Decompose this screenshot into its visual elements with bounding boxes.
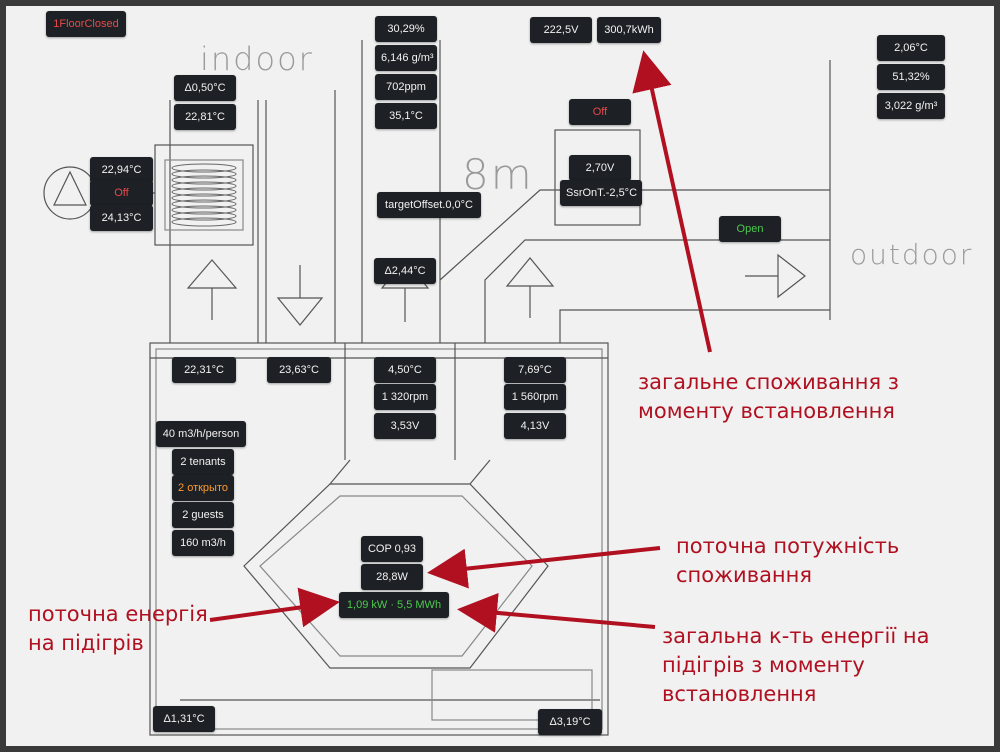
mode-badge[interactable]: 1FloorClosed <box>46 11 126 37</box>
guests-badge[interactable]: 2 guests <box>172 502 234 528</box>
pump-temp-out-badge[interactable]: 24,13°C <box>90 205 153 231</box>
outdoor-abs-humidity-badge[interactable]: 3,022 g/m³ <box>877 93 945 119</box>
coil-turn <box>171 175 237 185</box>
annotation-total-consumption: загальне споживання з моменту встановлен… <box>638 370 899 423</box>
annotation-total-heating: загальна к-ть енергії на підігрів з моме… <box>662 624 930 706</box>
supply-temp-badge[interactable]: 22,31°C <box>172 357 236 383</box>
supply-fan-rpm-badge[interactable]: 1 320rpm <box>374 384 436 410</box>
mid-delta-badge[interactable]: Δ2,44°C <box>374 258 436 284</box>
indoor-humidity-badge[interactable]: 30,29% <box>375 16 437 42</box>
total-energy-badge[interactable]: 300,7kWh <box>597 17 661 43</box>
supply-fan-temp-badge[interactable]: 4,50°C <box>374 357 436 383</box>
arrow-to-current-heating <box>209 587 340 628</box>
rate-per-person-badge[interactable]: 40 m3/h/person <box>156 421 246 447</box>
voltage-badge[interactable]: 222,5V <box>530 17 592 43</box>
tenants-badge[interactable]: 2 tenants <box>172 449 234 475</box>
coil-delta-badge[interactable]: Δ0,50°C <box>174 75 236 101</box>
coil-turn <box>171 211 237 221</box>
coil-turn <box>171 199 237 209</box>
annotation-current-power: поточна потужність споживання <box>676 534 900 587</box>
indoor-label: indoor <box>200 40 314 78</box>
co2-badge[interactable]: 702ppm <box>375 74 437 100</box>
damper-box <box>554 129 641 226</box>
pump-symbol <box>43 166 97 220</box>
sensor-offset-badge[interactable]: SsrOnT.-2,5°C <box>560 180 642 206</box>
arrow-right <box>777 253 806 299</box>
bottom-right-delta-badge[interactable]: Δ3,19°C <box>538 709 602 735</box>
indoor-temp-badge[interactable]: 35,1°C <box>375 103 437 129</box>
damper-voltage-badge[interactable]: 2,70V <box>569 155 631 181</box>
exhaust-fan-voltage-badge[interactable]: 4,13V <box>504 413 566 439</box>
target-offset-badge[interactable]: targetOffset.0,0°C <box>377 192 481 218</box>
heater-coil-box <box>154 144 254 246</box>
exhaust-fan-rpm-badge[interactable]: 1 560rpm <box>504 384 566 410</box>
heating-energy-badge[interactable]: 1,09 kW · 5,5 MWh <box>339 592 449 618</box>
arrow-to-current-power <box>427 546 661 589</box>
coil-turn <box>171 205 237 215</box>
coil-turns <box>171 163 237 227</box>
outdoor-valve-badge[interactable]: Open <box>719 216 781 242</box>
indoor-abs-humidity-badge[interactable]: 6,146 g/m³ <box>375 45 437 71</box>
coil-turn <box>171 181 237 191</box>
outdoor-label: outdoor <box>850 238 974 271</box>
room-size-label: 8m <box>462 150 534 199</box>
pump-state-badge[interactable]: Off <box>90 180 153 206</box>
cop-badge[interactable]: COP 0,93 <box>361 536 423 562</box>
coil-turn <box>171 217 237 227</box>
extract-temp-badge[interactable]: 23,63°C <box>267 357 331 383</box>
arrow-down <box>276 297 324 326</box>
bottom-left-delta-badge[interactable]: Δ1,31°C <box>153 706 215 732</box>
outdoor-temp-badge[interactable]: 2,06°C <box>877 35 945 61</box>
flow-badge[interactable]: 160 m3/h <box>172 530 234 556</box>
supply-fan-voltage-badge[interactable]: 3,53V <box>374 413 436 439</box>
pump-temp-in-badge[interactable]: 22,94°C <box>90 157 153 183</box>
open-windows-badge[interactable]: 2 открыто <box>172 475 234 501</box>
coil-turn <box>171 169 237 179</box>
coil-turn <box>171 163 237 173</box>
coil-turn <box>171 193 237 203</box>
damper-state-badge[interactable]: Off <box>569 99 631 125</box>
arrow-to-total-energy <box>632 50 712 353</box>
arrow-up-3 <box>505 257 555 287</box>
current-power-badge[interactable]: 28,8W <box>361 564 423 590</box>
coil-temp-badge[interactable]: 22,81°C <box>174 104 236 130</box>
exhaust-fan-temp-badge[interactable]: 7,69°C <box>504 357 566 383</box>
outdoor-humidity-badge[interactable]: 51,32% <box>877 64 945 90</box>
coil-turn <box>171 187 237 197</box>
annotation-arrows <box>209 50 712 633</box>
unit-housing <box>149 342 609 736</box>
annotation-current-heating: поточна енергія на підігрів <box>28 602 208 655</box>
arrow-to-total-heating <box>457 592 656 633</box>
arrow-up-1 <box>186 259 238 289</box>
